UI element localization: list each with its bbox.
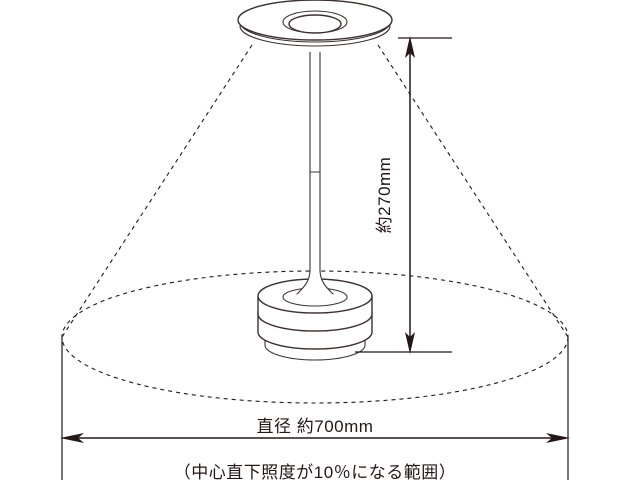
beam-edge-right: [377, 44, 569, 338]
lamp-base: [257, 278, 373, 361]
lamp-shade-disc: [237, 0, 393, 52]
shade-top-surface: [237, 0, 393, 41]
diameter-arrow-left: [60, 433, 84, 443]
diameter-arrow-right: [546, 433, 570, 443]
lamp-stem: [296, 47, 334, 295]
stem-edge-left: [296, 47, 311, 295]
diameter-dimension-label: 直径 約700mm: [257, 417, 374, 436]
height-dimension-label: 約270mm: [375, 157, 394, 234]
diameter-dimension: 直径 約700mm: [60, 337, 570, 480]
beam-edge-left: [61, 44, 253, 338]
base-band-upper: [257, 295, 373, 332]
base-band-lower: [257, 311, 373, 350]
stem-edge-right: [319, 47, 334, 295]
height-arrow-up: [405, 36, 415, 58]
base-foot: [264, 329, 366, 361]
height-arrow-down: [405, 332, 415, 354]
height-dimension: 約270mm: [355, 36, 452, 354]
shade-lip-lower: [239, 25, 391, 47]
shade-lip-middle: [239, 21, 391, 43]
diagram-caption: （中心直下照度が10％になる範囲）: [174, 463, 456, 482]
shade-inner-ring-inner: [288, 14, 342, 34]
